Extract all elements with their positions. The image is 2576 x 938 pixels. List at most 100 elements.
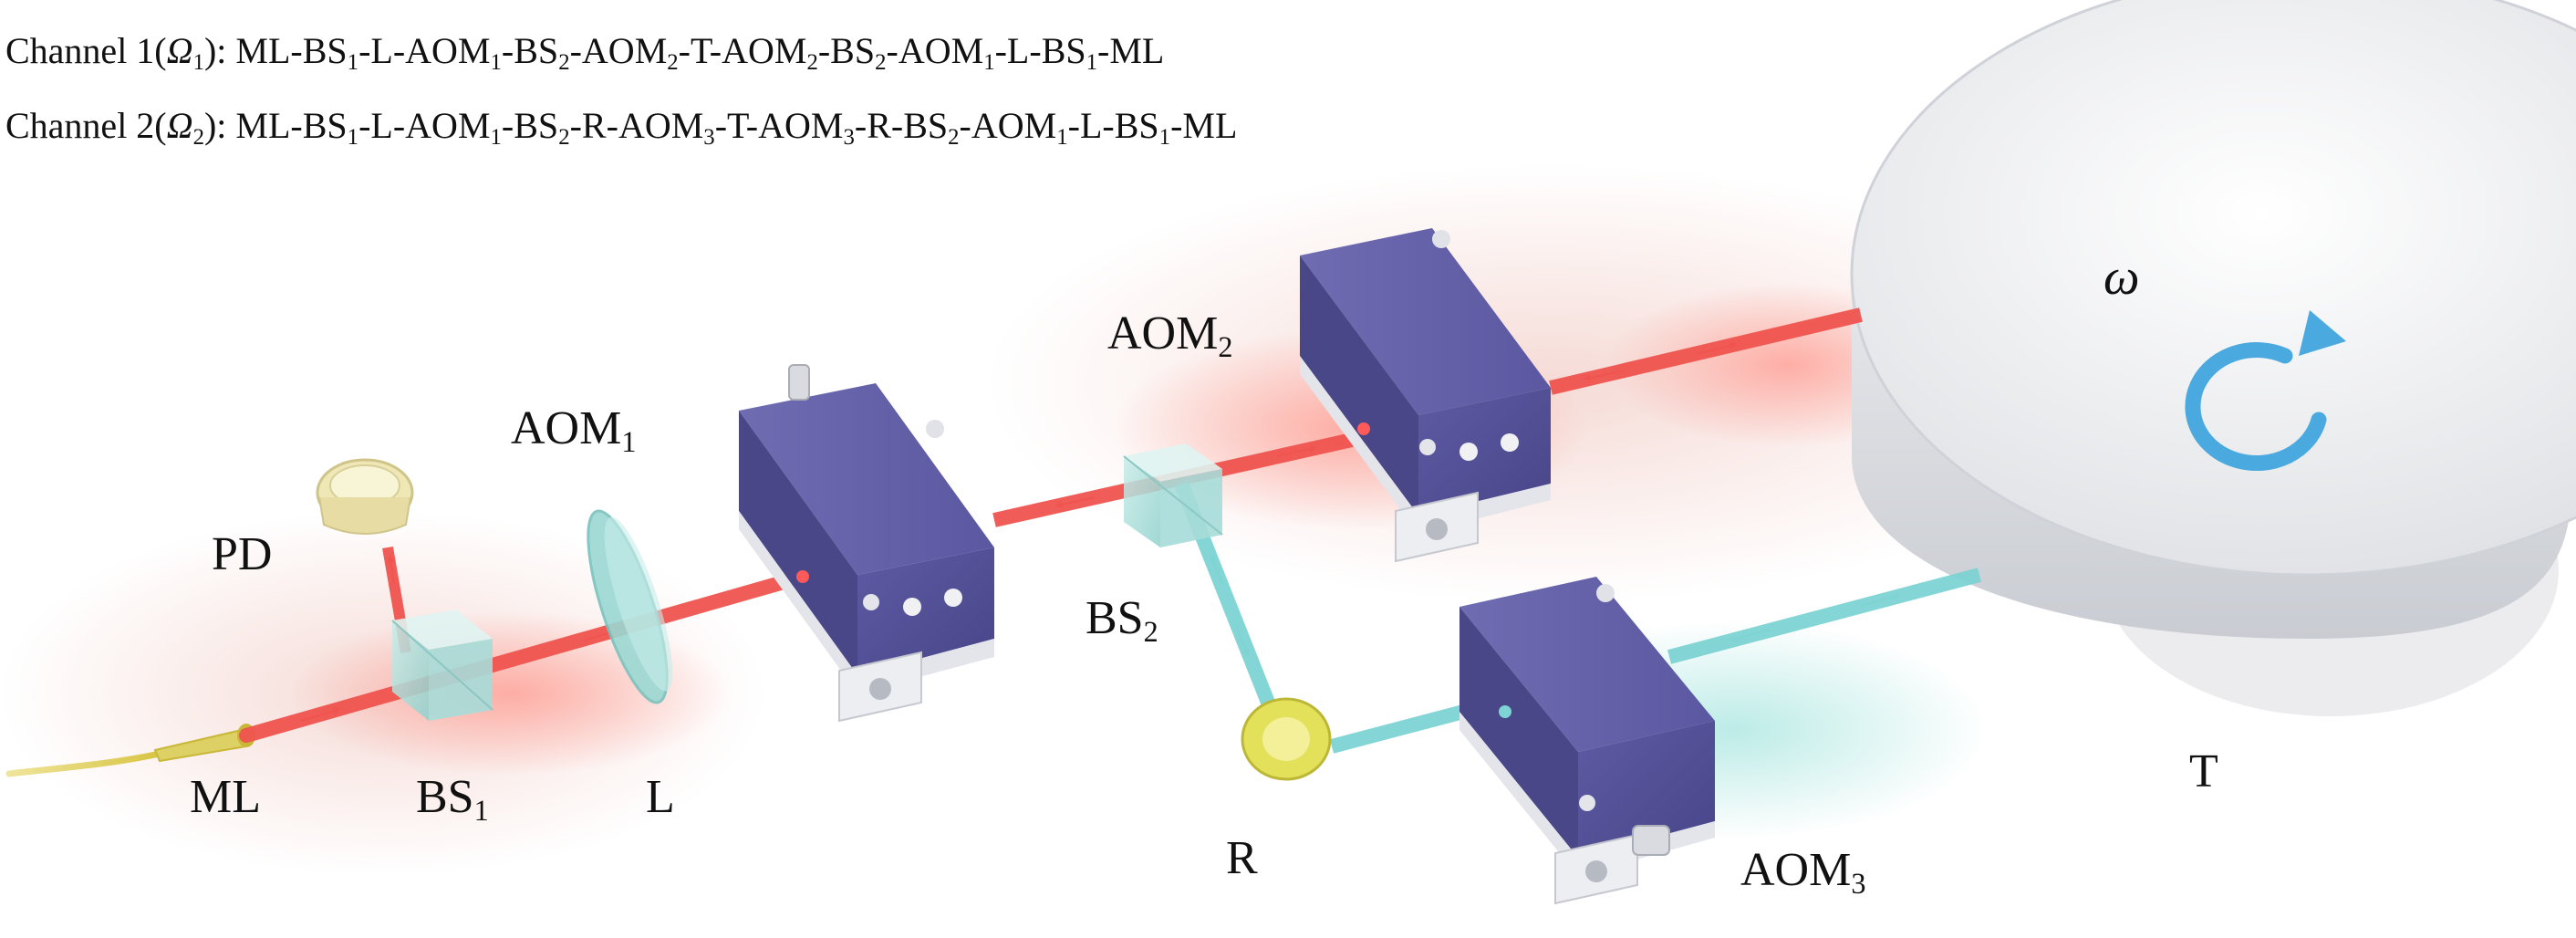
label-l: L [646,771,675,823]
path-separator: - [501,105,514,146]
path-separator: - [890,105,904,146]
path-separator: - [714,105,728,146]
label-bs2: BS2 [1085,592,1158,649]
path-element: BS [1114,105,1159,146]
path-separator: - [745,105,759,146]
label-aom1: AOM1 [511,402,637,459]
label-t: T [2189,745,2218,797]
photodetector [316,458,414,535]
path-element: L [1006,30,1030,71]
path-element-sub: 1 [1056,124,1068,150]
path-element: AOM [405,30,491,71]
channel-2-path: Channel 2(Ω2): ML-BS1-L-AOM1-BS2-R-AOM3-… [5,105,1238,149]
path-element: ML [1182,105,1238,146]
path-element-sub: 2 [806,49,818,75]
path-separator: - [994,30,1007,71]
path-element: BS [830,30,876,71]
path-element: BS [903,105,949,146]
aom-1 [739,364,994,723]
channel-1-prefix: Channel 1( [5,30,167,71]
path-separator: - [1170,105,1183,146]
path-element: AOM [898,30,984,71]
path-element-sub: 1 [1085,49,1098,75]
path-element-sub: 1 [347,124,359,150]
channel-1-path: Channel 1(Ω1): ML-BS1-L-AOM1-BS2-AOM2-T-… [5,30,1165,74]
path-element: AOM [581,30,668,71]
channel-1-symbol-sub: 1 [192,49,204,75]
path-element: AOM [971,105,1057,146]
label-ml: ML [190,771,261,823]
aom-2 [1300,228,1551,563]
path-separator: - [392,30,406,71]
path-separator: - [290,30,303,71]
channel-2-symbol-sub: 2 [192,124,204,150]
path-separator: - [606,105,618,146]
path-separator: - [709,30,722,71]
path-element: BS [514,30,559,71]
path-element: R [581,105,607,146]
path-element: BS [302,30,348,71]
path-element-sub: 3 [703,124,715,150]
path-element: BS [514,105,559,146]
label-pd: PD [212,528,273,580]
lens [587,509,673,704]
path-separator: - [358,30,371,71]
path-element: ML [235,105,291,146]
path-element: AOM [758,105,844,146]
path-separator: - [886,30,898,71]
path-separator: - [854,105,867,146]
path-element-sub: 1 [490,124,502,150]
path-element-sub: 1 [1158,124,1171,150]
background-glow [0,164,2116,876]
path-separator: - [569,30,582,71]
path-element-sub: 1 [347,49,359,75]
path-element: AOM [618,105,704,146]
path-separator: - [1102,105,1115,146]
path-element: L [370,105,393,146]
channel-1-sequence: ML-BS1-L-AOM1-BS2-AOM2-T-AOM2-BS2-AOM1-L… [235,30,1165,74]
path-element: L [1079,105,1103,146]
rotation-arrow-icon [2185,342,2327,471]
path-element-sub: 2 [558,49,570,75]
channel-2-symbol: Ω [166,105,193,146]
reflector [1241,697,1332,781]
path-separator: - [392,105,406,146]
path-separator: - [1097,30,1110,71]
channel-1-suffix: ): [203,30,227,71]
path-separator: - [1029,30,1042,71]
channel-1-symbol: Ω [166,30,193,71]
turntable [1850,0,2576,716]
path-element: BS [1041,30,1086,71]
path-separator: - [1067,105,1080,146]
path-element: L [370,30,393,71]
channel-2-suffix: ): [203,105,227,146]
label-aom2: AOM2 [1107,307,1233,364]
label-rotation: ω [2103,249,2140,306]
beam-splitter-2 [1123,443,1223,547]
path-element-sub: 2 [875,49,887,75]
path-separator: - [501,30,514,71]
path-separator: - [817,30,831,71]
channel-2-prefix: Channel 2( [5,105,167,146]
path-element-sub: 2 [558,124,570,150]
path-separator: - [569,105,582,146]
label-bs1: BS1 [416,771,489,828]
path-element-sub: 2 [948,124,960,150]
path-element-sub: 1 [983,49,995,75]
path-separator: - [678,30,691,71]
path-element: AOM [722,30,807,71]
path-element: ML [1109,30,1165,71]
label-r: R [1226,832,1258,884]
path-element-sub: 2 [667,49,679,75]
beam-splitter-1 [391,610,493,721]
path-element: BS [302,105,348,146]
path-separator: - [959,105,971,146]
path-element: T [691,30,710,71]
path-element: ML [235,30,291,71]
path-element-sub: 1 [490,49,502,75]
path-element: R [867,105,891,146]
aom-3 [1459,577,1715,905]
path-separator: - [358,105,371,146]
